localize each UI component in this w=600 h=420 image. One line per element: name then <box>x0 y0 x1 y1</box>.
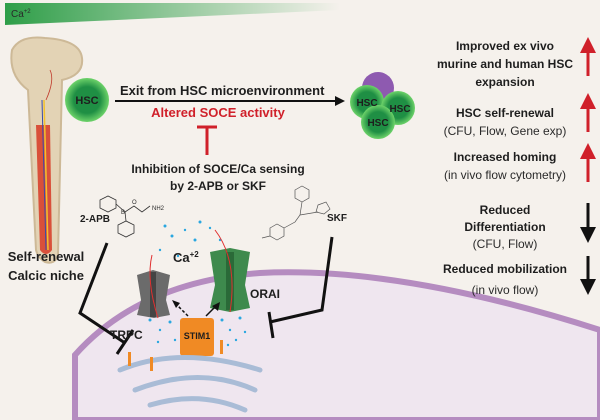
2-apb-inhibition-line <box>78 242 135 355</box>
svg-text:(in vivo flow cytometry): (in vivo flow cytometry) <box>444 168 566 182</box>
svg-text:O: O <box>132 200 137 206</box>
skf-label: SKF <box>327 213 347 224</box>
cell-membrane <box>72 269 600 420</box>
calcium-ions <box>148 220 247 347</box>
up-arrow-icon <box>580 37 596 53</box>
endoplasmic-reticulum <box>117 340 263 413</box>
svg-text:Ca+2: Ca+2 <box>11 9 31 20</box>
skf-inhibition-line <box>267 236 334 339</box>
svg-text:Calcic niche: Calcic niche <box>8 268 84 283</box>
svg-text:STIM1: STIM1 <box>184 331 211 341</box>
inhibition-text: Inhibition of SOCE/Ca sensing <box>131 162 304 176</box>
skf-molecule <box>261 185 331 241</box>
up-arrow-icon <box>580 143 596 159</box>
down-arrow-icon <box>580 279 596 295</box>
hsc-cell: HSC <box>65 78 109 122</box>
svg-text:NH2: NH2 <box>152 206 165 212</box>
svg-text:murine and human HSC: murine and human HSC <box>437 57 573 71</box>
outcome-2: HSC self-renewal (CFU, Flow, Gene exp) <box>444 93 596 138</box>
orai-channel <box>210 229 250 313</box>
svg-text:Reduced: Reduced <box>480 203 531 217</box>
up-arrow-icon <box>580 93 596 109</box>
svg-text:(CFU, Flow, Gene exp): (CFU, Flow, Gene exp) <box>444 124 567 138</box>
outcome-3: Increased homing (in vivo flow cytometry… <box>444 143 596 182</box>
outcome-1: Improved ex vivo murine and human HSC ex… <box>437 37 596 89</box>
svg-text:expansion: expansion <box>475 75 534 89</box>
trpc-label: TRPC <box>110 328 143 342</box>
2-apb-molecule <box>99 195 151 238</box>
svg-text:(CFU, Flow): (CFU, Flow) <box>473 237 538 251</box>
exit-text: Exit from HSC microenvironment <box>120 83 325 98</box>
svg-text:Improved ex vivo: Improved ex vivo <box>456 39 554 53</box>
svg-text:HSC: HSC <box>356 98 377 109</box>
stim1-protein: STIM1 <box>172 300 220 356</box>
orai-label: ORAI <box>250 287 280 301</box>
calcium-label: Ca+2 <box>173 250 199 265</box>
svg-text:HSC: HSC <box>75 95 98 107</box>
svg-text:Reduced mobilization: Reduced mobilization <box>443 262 567 276</box>
svg-text:HSC: HSC <box>367 118 388 129</box>
bone-icon <box>10 36 84 264</box>
down-arrow-icon <box>580 227 596 243</box>
svg-text:HSC: HSC <box>389 104 410 115</box>
outcome-5: Reduced mobilization (in vivo flow) <box>443 256 596 297</box>
hsc-cluster: HSC HSC HSC <box>350 72 415 139</box>
svg-text:HSC self-renewal: HSC self-renewal <box>456 106 554 120</box>
calcium-gradient: Ca+2 <box>5 3 340 25</box>
svg-text:by 2-APB or SKF: by 2-APB or SKF <box>170 179 266 193</box>
svg-text:B: B <box>121 210 125 216</box>
svg-text:(in vivo flow): (in vivo flow) <box>472 283 539 297</box>
svg-text:Differentiation: Differentiation <box>464 220 545 234</box>
trpc-channel <box>137 254 170 319</box>
svg-text:Increased homing: Increased homing <box>454 150 557 164</box>
inhibition-t-icon <box>197 125 217 155</box>
niche-label: Self-renewal <box>8 249 85 264</box>
altered-soce-text: Altered SOCE activity <box>151 105 285 120</box>
2-apb-label: 2-APB <box>80 214 110 225</box>
outcome-4: Reduced Differentiation (CFU, Flow) <box>464 203 596 251</box>
